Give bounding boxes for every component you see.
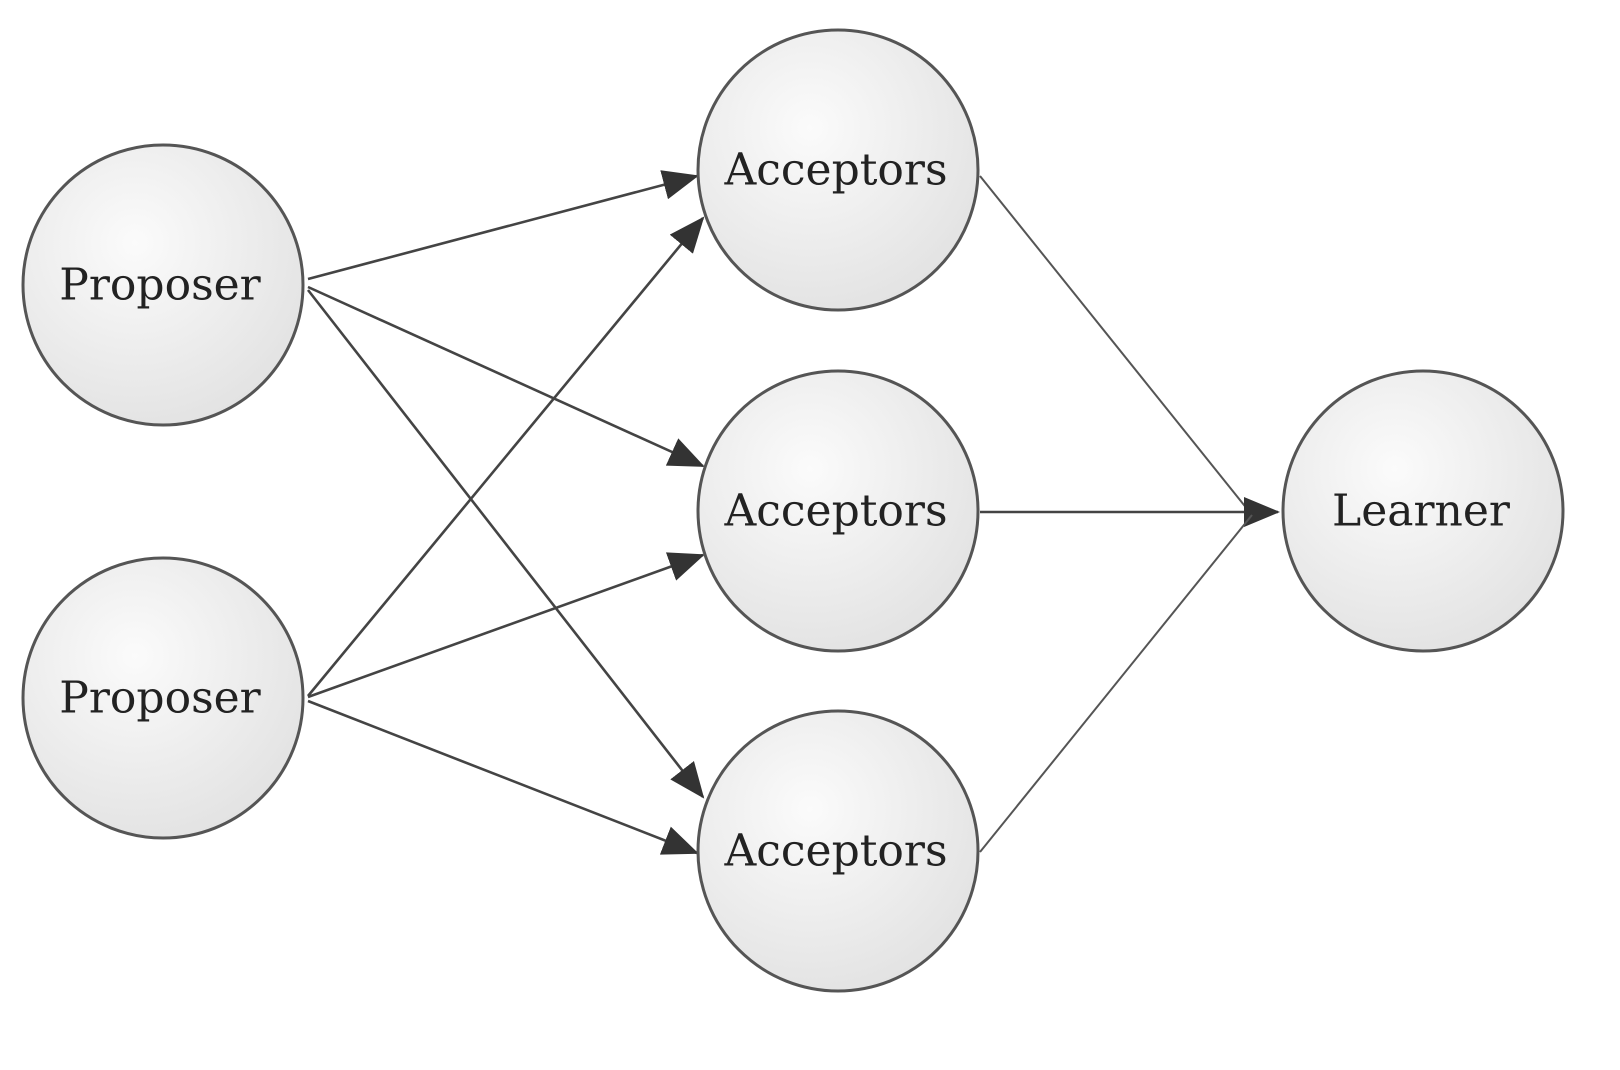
node-acceptors-1: Acceptors [696,28,980,312]
node-proposer-1-label: Proposer [59,260,261,311]
node-acceptors-3: Acceptors [696,709,980,993]
edge-acceptors1-learner [979,175,1253,516]
node-acceptors-3-circle [696,709,980,993]
node-acceptors-3-label: Acceptors [723,826,947,877]
edge-proposer1-acceptors2 [307,285,705,468]
node-acceptors-2: Acceptors [696,369,980,653]
edges-acceptors-learner [979,175,1280,853]
node-learner-label: Learner [1332,486,1511,537]
node-acceptors-1-label: Acceptors [723,145,947,196]
node-learner-circle [1281,369,1565,653]
node-proposer-2: Proposer [21,556,305,840]
node-proposer-1-circle [21,143,305,427]
node-learner: Learner [1281,369,1565,653]
node-acceptors-2-circle [696,369,980,653]
edge-proposer2-acceptors2 [307,552,705,699]
edges-proposer-2 [306,216,705,855]
edge-proposer1-acceptors1 [307,170,699,281]
node-proposer-1: Proposer [21,143,305,427]
edge-proposer1-acceptors3 [306,289,705,799]
edge-proposer2-acceptors1 [306,216,705,697]
node-proposer-2-label: Proposer [59,673,261,724]
node-proposer-2-circle [21,556,305,840]
edge-proposer2-acceptors3 [307,699,699,855]
node-acceptors-2-label: Acceptors [723,486,947,537]
edges-proposer-1 [306,170,705,799]
node-acceptors-1-circle [696,28,980,312]
edge-acceptors3-learner [979,514,1253,853]
